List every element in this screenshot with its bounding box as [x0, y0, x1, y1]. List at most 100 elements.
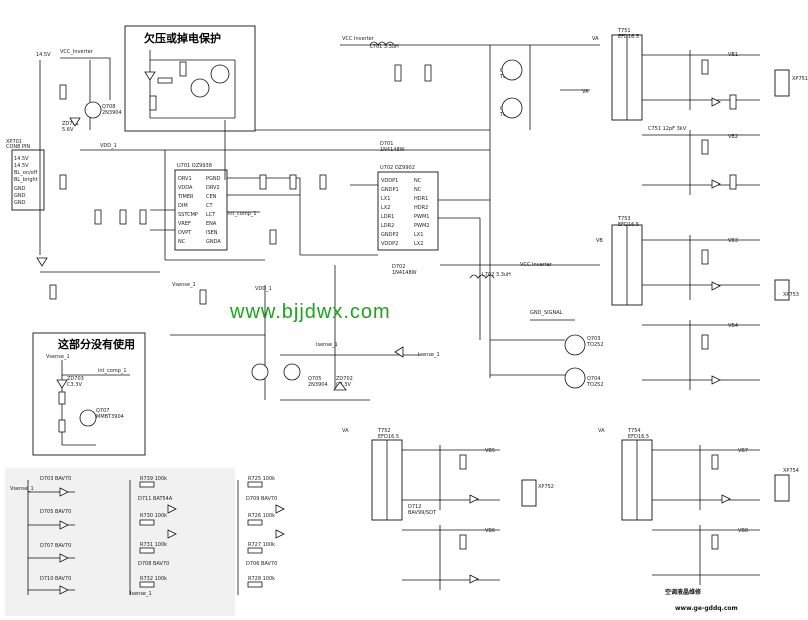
res-bank-r727: R727 100k	[248, 542, 275, 548]
protection-box	[124, 25, 256, 132]
svg-text:LX1: LX1	[414, 232, 423, 238]
label-d711: D711 BAT54A	[138, 496, 173, 502]
svg-text:NC: NC	[414, 187, 422, 193]
rail-vdd: VDD_1	[100, 143, 117, 149]
svg-text:DIM: DIM	[178, 203, 188, 209]
unused-circuit	[56, 360, 130, 446]
svg-text:14.5V: 14.5V	[14, 156, 29, 162]
transformer-block-t751b: VB2 C751 12pF 3kV	[642, 126, 760, 195]
protection-title: 欠压或掉电保护	[144, 31, 221, 45]
connector-xp701: XP701 CON8 PIN 14.5V 14.5V BL_on/off BL_…	[6, 139, 45, 211]
label-d703: D703 BAV70	[40, 476, 71, 482]
svg-text:HDR2: HDR2	[414, 205, 428, 211]
label-d707: D707 BAV70	[40, 543, 71, 549]
svg-text:VA: VA	[592, 36, 599, 42]
svg-text:VREF: VREF	[178, 221, 191, 227]
protection-circuit	[144, 50, 236, 119]
svg-text:XP752: XP752	[538, 484, 554, 490]
svg-text:CEN: CEN	[206, 194, 217, 200]
svg-text:C751 12pF 3kV: C751 12pF 3kV	[648, 126, 687, 132]
svg-text:PWM1: PWM1	[414, 214, 429, 220]
transformer-block-t753b: VB4	[642, 320, 760, 390]
svg-text:PGND: PGND	[206, 176, 221, 182]
rail-isense: Isense_1	[316, 342, 338, 348]
svg-text:VB: VB	[596, 238, 603, 244]
svg-text:U701 OZ9938: U701 OZ9938	[177, 163, 212, 169]
footer-brand: 空调液晶维修	[665, 588, 702, 596]
top-transistors	[59, 41, 523, 127]
svg-text:VDDP1: VDDP1	[381, 178, 398, 184]
svg-text:VB7: VB7	[738, 448, 748, 454]
svg-text:CT: CT	[206, 203, 213, 209]
label-l702: L702 3.3uH	[482, 272, 511, 278]
svg-text:XP701: XP701	[6, 139, 22, 145]
rail-int-comp: int_comp_1	[228, 211, 257, 217]
label-d706: D706 BAV70	[246, 561, 277, 567]
svg-text:BL_on/off: BL_on/off	[14, 170, 38, 176]
svg-text:XP754: XP754	[783, 468, 799, 474]
svg-text:LCT: LCT	[206, 212, 216, 218]
svg-text:DRV1: DRV1	[178, 176, 192, 182]
svg-text:VB8: VB8	[738, 528, 748, 534]
svg-text:14.5V: 14.5V	[14, 163, 29, 169]
svg-text:OVPT: OVPT	[178, 230, 192, 236]
svg-text:SSTCMP: SSTCMP	[178, 212, 198, 218]
svg-text:VDDA: VDDA	[178, 185, 193, 191]
svg-text:VDDP2: VDDP2	[381, 241, 398, 247]
rail-vdd2: VDD_1	[255, 286, 272, 292]
svg-text:GND: GND	[14, 193, 26, 199]
label-d705: D705 BAV70	[40, 509, 71, 515]
svg-text:VB4: VB4	[728, 323, 738, 329]
mid-transistors	[251, 264, 600, 401]
svg-text:VA: VA	[342, 428, 349, 434]
svg-text:VB1: VB1	[728, 52, 738, 58]
svg-text:GNDA: GNDA	[206, 239, 221, 245]
svg-text:TIMER: TIMER	[177, 194, 194, 200]
rail-vsense: Vsense_1	[172, 282, 196, 288]
label-d710: D710 BAV70	[40, 576, 71, 582]
unused-title: 这部分没有使用	[58, 337, 135, 351]
label-va-output: VA	[582, 89, 589, 95]
rail-isense2: Isense_1	[418, 352, 440, 358]
svg-text:ENA: ENA	[206, 221, 217, 227]
res-bank-r730: R730 100k	[140, 513, 167, 519]
svg-text:VB2: VB2	[728, 134, 738, 140]
mid-passives	[36, 174, 336, 400]
svg-text:DRV2: DRV2	[206, 185, 220, 191]
footer-url: www.ge-gddq.com	[675, 605, 738, 612]
label-d709: D709 BAV70	[246, 496, 277, 502]
rail-int-comp2: int_comp_1	[98, 368, 127, 374]
svg-text:NC: NC	[414, 178, 422, 184]
svg-text:NC: NC	[178, 239, 186, 245]
svg-text:VB6: VB6	[485, 528, 495, 534]
svg-text:GND: GND	[14, 200, 26, 206]
svg-text:LDR1: LDR1	[381, 214, 394, 220]
svg-text:CON8 PIN: CON8 PIN	[6, 144, 30, 150]
svg-text:GNDP1: GNDP1	[381, 187, 399, 193]
svg-text:XP753: XP753	[783, 292, 799, 298]
rail-vcc-inverter-top: VCC Inverter	[342, 36, 375, 42]
svg-text:LX2: LX2	[381, 205, 390, 211]
svg-text:GND: GND	[14, 186, 26, 192]
res-bank-r726: R726 100k	[248, 513, 275, 519]
unused-box	[32, 332, 146, 456]
diode-bank	[27, 480, 285, 595]
